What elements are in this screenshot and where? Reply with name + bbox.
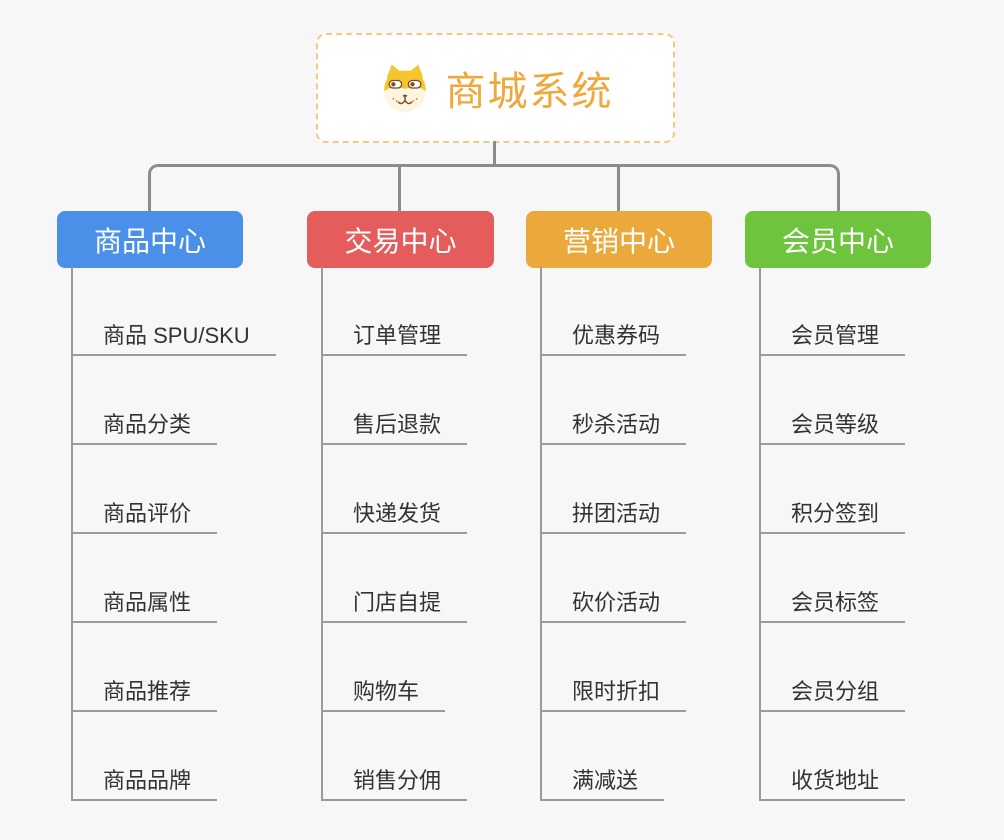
branch-topic-member-center[interactable]: 会员中心	[745, 211, 931, 268]
child-topic[interactable]: 商品属性	[71, 534, 218, 623]
child-topic[interactable]: 售后退款	[321, 356, 468, 445]
child-topic[interactable]: 商品推荐	[71, 623, 218, 712]
child-topic[interactable]: 积分签到	[759, 445, 906, 534]
child-rail-product	[71, 267, 73, 801]
connector-root-stub	[493, 141, 496, 165]
child-topic[interactable]: 秒杀活动	[540, 356, 687, 445]
branch-topic-marketing-center[interactable]: 营销中心	[526, 211, 712, 268]
child-topic[interactable]: 快递发货	[321, 445, 468, 534]
child-topic[interactable]: 商品 SPU/SKU	[71, 267, 276, 356]
connector-bus-line	[148, 164, 840, 211]
child-topic[interactable]: 拼团活动	[540, 445, 687, 534]
child-topic[interactable]: 限时折扣	[540, 623, 687, 712]
child-rail-member	[759, 267, 761, 801]
member-children: 会员管理 会员等级 积分签到 会员标签 会员分组 收货地址	[759, 267, 906, 801]
trade-children: 订单管理 售后退款 快递发货 门店自提 购物车 销售分佣	[321, 267, 468, 801]
child-topic[interactable]: 会员管理	[759, 267, 906, 356]
child-topic[interactable]: 商品评价	[71, 445, 218, 534]
child-topic[interactable]: 满减送	[540, 712, 665, 801]
child-topic[interactable]: 订单管理	[321, 267, 468, 356]
child-topic[interactable]: 门店自提	[321, 534, 468, 623]
root-topic-label: 商城系统	[445, 70, 614, 114]
connector-drop-trade	[398, 167, 401, 211]
connector-drop-marketing	[617, 167, 620, 211]
child-topic[interactable]: 商品分类	[71, 356, 218, 445]
branch-topic-trade-center[interactable]: 交易中心	[307, 211, 494, 268]
child-topic[interactable]: 会员等级	[759, 356, 906, 445]
branch-topic-product-center[interactable]: 商品中心	[57, 211, 243, 268]
child-topic[interactable]: 收货地址	[759, 712, 906, 801]
child-topic[interactable]: 购物车	[321, 623, 446, 712]
child-rail-trade	[321, 267, 323, 801]
dog-face-icon	[378, 63, 432, 113]
child-topic[interactable]: 优惠券码	[540, 267, 687, 356]
child-topic[interactable]: 砍价活动	[540, 534, 687, 623]
marketing-children: 优惠券码 秒杀活动 拼团活动 砍价活动 限时折扣 满减送	[540, 267, 687, 801]
child-topic[interactable]: 会员标签	[759, 534, 906, 623]
child-topic[interactable]: 会员分组	[759, 623, 906, 712]
root-topic[interactable]: 商城系统	[316, 33, 675, 143]
product-children: 商品 SPU/SKU 商品分类 商品评价 商品属性 商品推荐 商品品牌	[71, 267, 276, 801]
child-topic[interactable]: 商品品牌	[71, 712, 218, 801]
child-topic[interactable]: 销售分佣	[321, 712, 468, 801]
child-rail-marketing	[540, 267, 542, 801]
